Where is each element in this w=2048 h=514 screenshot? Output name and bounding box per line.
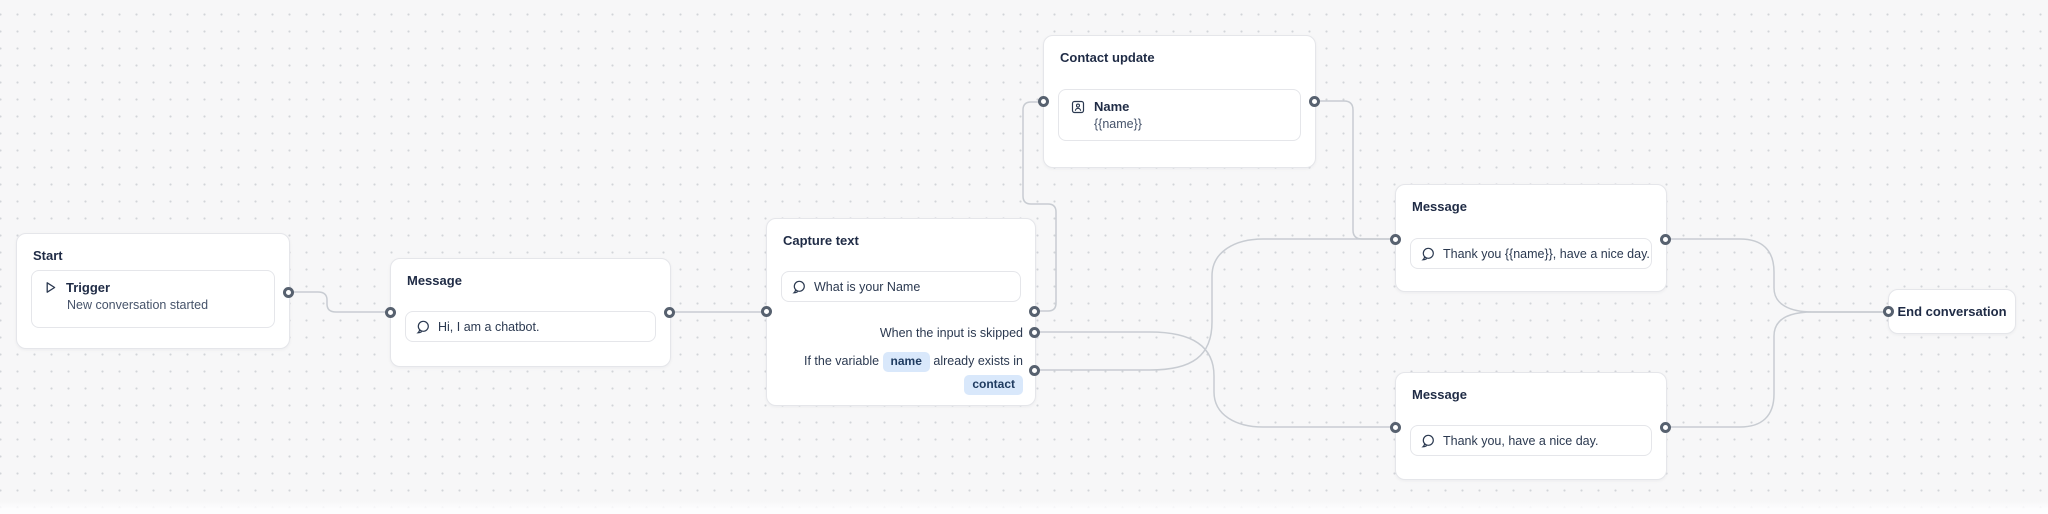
node-message-intro-title: Message: [407, 273, 462, 288]
capture-prompt-field[interactable]: What is your Name: [781, 271, 1021, 302]
port-message-thanks-output[interactable]: [1659, 421, 1671, 433]
node-contact-update-title: Contact update: [1060, 50, 1155, 65]
trigger-description: New conversation started: [67, 298, 209, 312]
contact-card-icon: [1071, 100, 1085, 114]
message-thanks-text-field[interactable]: Thank you, have a nice day.: [1410, 425, 1652, 456]
node-capture-text[interactable]: Capture text What is your Name When the …: [766, 218, 1036, 406]
edge-capture-to-contact-update[interactable]: [1022, 101, 1057, 312]
node-message-thanks[interactable]: Message Thank you, have a nice day.: [1395, 372, 1667, 480]
edge-exists-to-message-thanks-name[interactable]: [1033, 238, 1396, 371]
port-capture-output-skipped[interactable]: [1028, 326, 1040, 338]
edge-skipped-to-message-thanks[interactable]: [1033, 331, 1396, 428]
edge-contact-update-to-message-thanks-name[interactable]: [1313, 100, 1396, 240]
port-message-intro-output[interactable]: [663, 306, 675, 318]
chat-bubble-icon: [416, 320, 430, 334]
node-start[interactable]: Start Trigger New conversation started: [16, 233, 290, 349]
capture-prompt-text: What is your Name: [814, 279, 921, 294]
chat-bubble-icon: [1421, 247, 1435, 261]
node-message-thanks-title: Message: [1412, 387, 1467, 402]
contact-update-field-row[interactable]: Name {{name}}: [1058, 89, 1301, 141]
port-message-thanks-name-output[interactable]: [1659, 233, 1671, 245]
play-icon: [44, 281, 57, 294]
port-message-thanks-input[interactable]: [1389, 421, 1401, 433]
node-end-conversation[interactable]: End conversation: [1888, 289, 2016, 334]
node-end-title: End conversation: [1897, 304, 2007, 319]
chat-bubble-icon: [1421, 434, 1435, 448]
message-thanks-name-text: Thank you {{name}}, have a nice day.: [1443, 246, 1650, 261]
scope-badge: contact: [964, 375, 1023, 395]
message-intro-text: Hi, I am a chatbot.: [438, 319, 540, 334]
capture-output-skipped-label: When the input is skipped: [879, 326, 1023, 340]
chat-bubble-icon: [792, 280, 806, 294]
port-capture-input[interactable]: [760, 305, 772, 317]
variable-badge: name: [882, 352, 930, 372]
edge-message-thanks-name-to-end[interactable]: [1664, 238, 1889, 313]
port-message-intro-input[interactable]: [384, 306, 396, 318]
message-intro-text-field[interactable]: Hi, I am a chatbot.: [405, 311, 656, 342]
port-contact-update-output[interactable]: [1308, 95, 1320, 107]
port-contact-update-input[interactable]: [1037, 95, 1049, 107]
start-trigger-row[interactable]: Trigger New conversation started: [31, 270, 275, 328]
port-capture-output-exists[interactable]: [1028, 364, 1040, 376]
node-capture-text-title: Capture text: [783, 233, 859, 248]
node-contact-update[interactable]: Contact update Name {{name}}: [1043, 35, 1316, 168]
edge-start-to-message-intro[interactable]: [287, 291, 391, 313]
edge-message-thanks-to-end[interactable]: [1664, 311, 1889, 428]
port-end-input[interactable]: [1882, 305, 1894, 317]
contact-field-name: Name: [1094, 99, 1130, 114]
condition-prefix: If the variable: [804, 354, 880, 368]
node-message-intro[interactable]: Message Hi, I am a chatbot.: [390, 258, 671, 367]
canvas-bottom-fade: [0, 501, 2048, 514]
condition-middle: already exists in: [933, 354, 1023, 368]
message-thanks-name-text-field[interactable]: Thank you {{name}}, have a nice day.: [1410, 238, 1652, 269]
trigger-label: Trigger: [66, 280, 111, 295]
node-message-thanks-name[interactable]: Message Thank you {{name}}, have a nice …: [1395, 184, 1667, 292]
port-message-thanks-name-input[interactable]: [1389, 233, 1401, 245]
node-message-thanks-name-title: Message: [1412, 199, 1467, 214]
capture-output-condition: If the variable name already exists in c…: [804, 352, 1023, 395]
contact-field-value: {{name}}: [1094, 117, 1142, 131]
node-start-title: Start: [33, 248, 63, 263]
message-thanks-text: Thank you, have a nice day.: [1443, 433, 1599, 448]
port-capture-output-main[interactable]: [1028, 305, 1040, 317]
port-start-output[interactable]: [282, 286, 294, 298]
